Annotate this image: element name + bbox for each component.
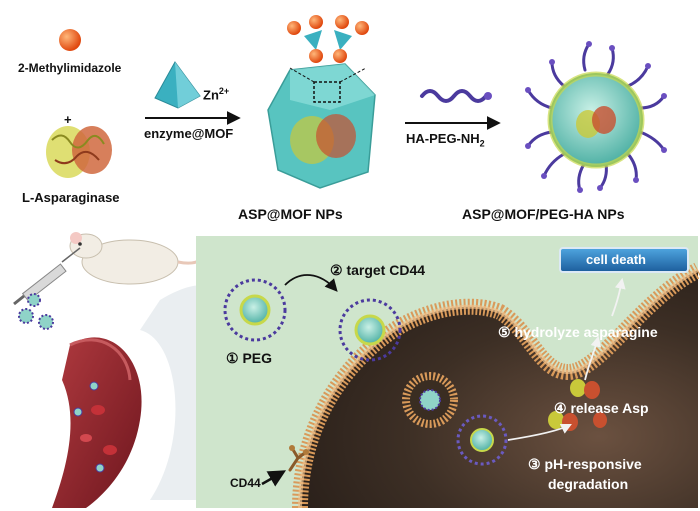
- metal-ion-label: Zn2+: [203, 86, 230, 103]
- cd44-receptor-icon: [288, 445, 309, 472]
- degrading-nanoparticle-icon: [456, 414, 508, 466]
- free-nanoparticle-icon: [223, 278, 287, 342]
- peg-ha-nanoparticle-icon: [525, 41, 667, 193]
- product-1-label: ASP@MOF NPs: [238, 206, 343, 222]
- asparaginase-enzyme-icon: [46, 126, 112, 178]
- step-5-label: ⑤ hydrolyze asparagine: [498, 324, 658, 340]
- injected-nanoparticles-icon: [18, 293, 54, 330]
- bound-nanoparticle-icon: [338, 298, 402, 362]
- syringe-icon: [13, 247, 81, 306]
- cell-membrane: [292, 262, 700, 509]
- cell-death-label: cell death: [586, 252, 646, 267]
- step-3-label-line-1: ③ pH-responsive: [528, 456, 642, 472]
- plus-sign: +: [64, 112, 72, 127]
- step-2-label: ② target CD44: [330, 262, 426, 278]
- blood-vessel-icon: [52, 337, 142, 508]
- product-2-label: ASP@MOF/PEG-HA NPs: [462, 206, 625, 222]
- arrow-1-label: enzyme@MOF: [144, 126, 234, 141]
- mof-crystal-icon: [267, 63, 376, 189]
- step-4-label: ④ release Asp: [554, 400, 649, 416]
- ha-peg-chain-icon: [420, 89, 488, 103]
- step-1-label: ① PEG: [226, 350, 273, 366]
- step-3-label-line-2: degradation: [548, 476, 629, 492]
- arrow-2-label: HA-PEG-NH2: [406, 131, 485, 149]
- cell-death-box: [559, 247, 689, 273]
- mof-linker-detail-icon: [287, 15, 369, 63]
- mouse-icon: [69, 232, 210, 285]
- endosome-icon: [402, 372, 458, 428]
- cd44-label: CD44: [230, 476, 261, 490]
- reactant-1-label: 2-Methylimidazole: [18, 61, 122, 75]
- reactant-2-label: L-Asparaginase: [22, 190, 120, 205]
- imidazole-ball-icon: [59, 29, 81, 51]
